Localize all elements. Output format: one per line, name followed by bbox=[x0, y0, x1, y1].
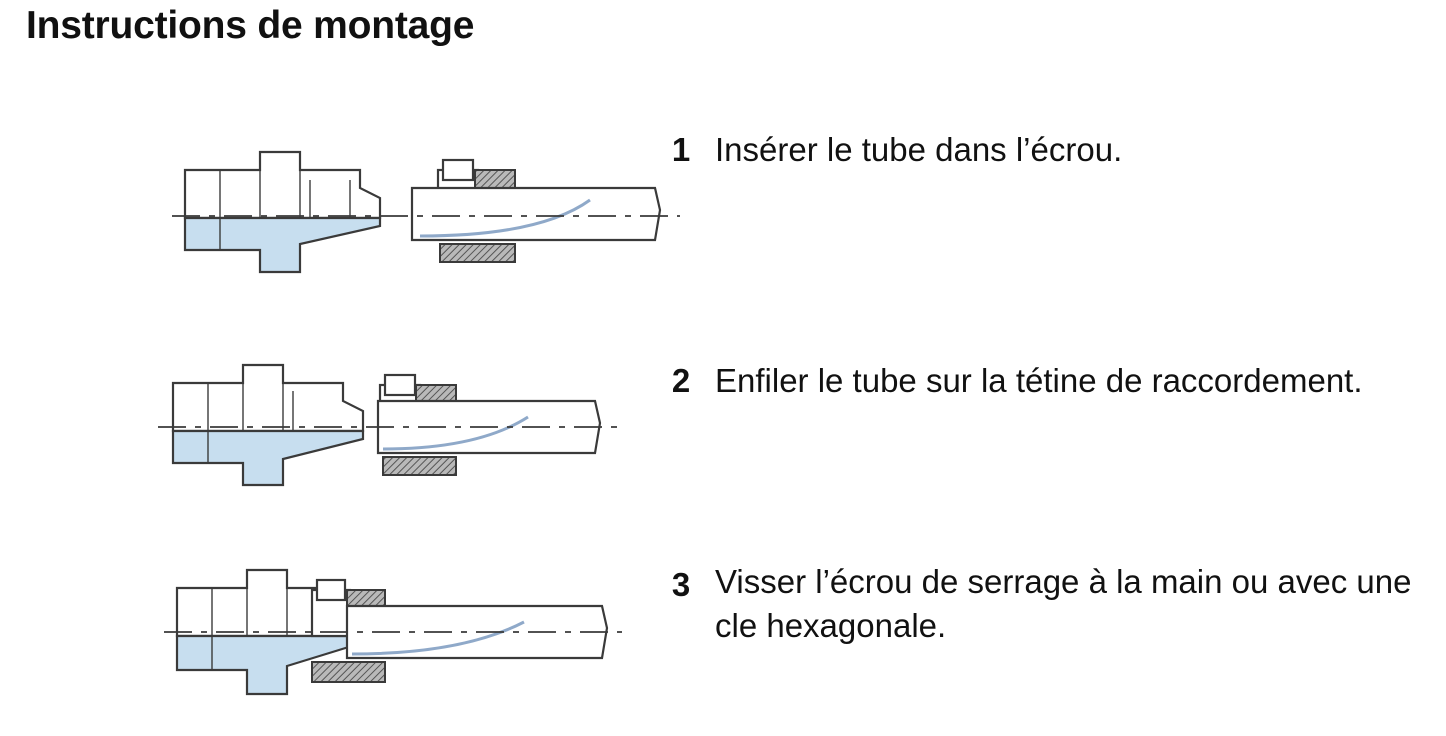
step-1-illustration bbox=[172, 150, 680, 274]
step-2-illustration bbox=[158, 363, 618, 487]
step-2-text: Enfiler le tube sur la tétine de raccord… bbox=[715, 362, 1363, 399]
page-title: Instructions de montage bbox=[26, 4, 475, 47]
step-1-text: Insérer le tube dans l’écrou. bbox=[715, 131, 1123, 168]
step-3-text: Visser l’écrou de serrage à la main ou a… bbox=[715, 563, 1412, 644]
step-3-number: 3 bbox=[671, 566, 691, 603]
step-3-illustration bbox=[164, 568, 622, 696]
step-2-number: 2 bbox=[671, 362, 691, 399]
step-1-number: 1 bbox=[671, 131, 691, 168]
